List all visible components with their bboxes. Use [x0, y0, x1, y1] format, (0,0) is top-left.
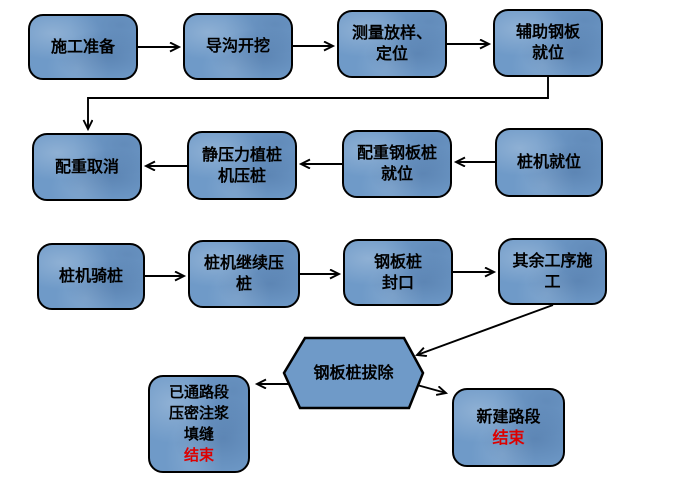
node-counterweight-cancel-label: 配重取消: [54, 156, 119, 176]
node-counterweight-cancel: 配重取消: [32, 133, 142, 201]
node-trench: 导沟开挖: [183, 13, 293, 80]
node-prep: 施工准备: [28, 14, 138, 80]
node-continue-press-label: 桩机继续压 桩: [203, 253, 284, 293]
node-static-pile-press-label: 静压力植桩 机压桩: [201, 144, 282, 185]
node-opened-road-label: 已通路段 压密注浆 填缝: [168, 383, 229, 443]
node-pile-machine-ride: 桩机骑桩: [37, 243, 145, 310]
node-pile-machine-inplace: 桩机就位: [495, 128, 603, 197]
node-opened-road: 已通路段 压密注浆 填缝 结束: [148, 375, 250, 473]
node-opened-road-end-label: 结束: [183, 446, 214, 464]
node-survey-label: 测量放样、 定位: [351, 23, 432, 63]
node-counterweight-plate-label: 配重钢板桩 就位: [356, 143, 437, 183]
node-continue-press: 桩机继续压 桩: [188, 240, 300, 308]
node-survey: 测量放样、 定位: [337, 10, 447, 78]
node-extract-hexagon: [282, 336, 425, 410]
node-pile-machine-ride-label: 桩机骑桩: [58, 266, 123, 286]
node-other-works-label: 其余工序施 工: [512, 250, 593, 291]
node-seal-label: 钢板桩 封口: [373, 251, 422, 292]
node-new-road-end-label: 结束: [492, 427, 525, 447]
node-static-pile-press: 静压力植桩 机压桩: [187, 131, 297, 200]
node-trench-label: 导沟开挖: [205, 36, 270, 56]
node-pile-machine-inplace-label: 桩机就位: [516, 152, 581, 172]
node-aux-plate: 辅助钢板 就位: [493, 9, 603, 77]
node-new-road: 新建路段 结束: [452, 388, 565, 467]
node-new-road-label: 新建路段: [476, 406, 541, 426]
connector-otherworks-extract: [417, 304, 554, 355]
node-aux-plate-label: 辅助钢板 就位: [515, 22, 580, 62]
node-counterweight-plate: 配重钢板桩 就位: [342, 130, 452, 198]
node-prep-label: 施工准备: [50, 36, 115, 56]
node-seal: 钢板桩 封口: [343, 239, 453, 306]
connector-extract-newroad: [416, 384, 446, 393]
connector-auxplate-counterweightcancel: [88, 77, 549, 129]
node-other-works: 其余工序施 工: [498, 238, 607, 305]
